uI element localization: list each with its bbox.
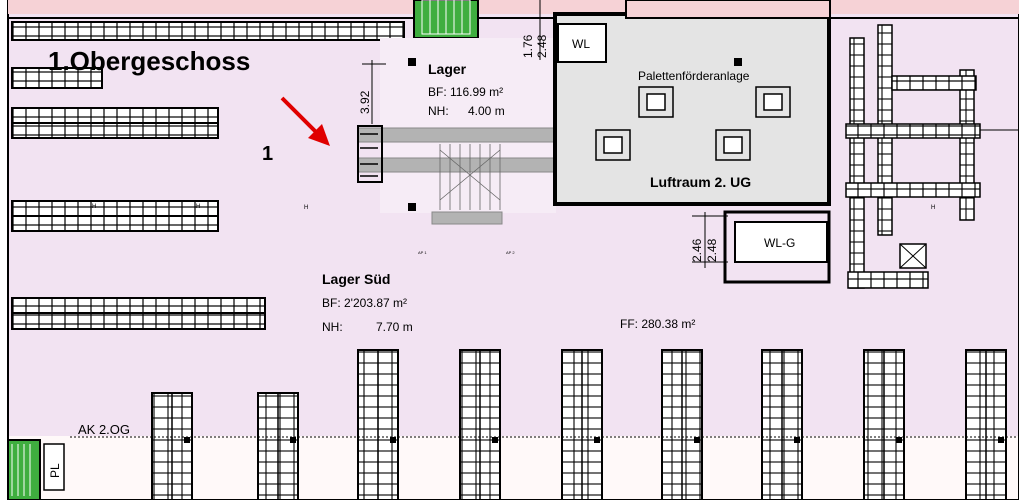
lager-sued-bf: BF: 2'203.87 m² xyxy=(322,296,407,310)
dim-176: 1.76 xyxy=(521,34,535,58)
lager-bf: BF: 116.99 m² xyxy=(428,85,503,99)
pallet-conveyor xyxy=(357,125,555,225)
ap2-label: AP 2 xyxy=(506,250,515,255)
floor-title: 1.Obergeschoss xyxy=(48,46,250,76)
ff-label: FF: 280.38 m² xyxy=(620,317,695,331)
top-band xyxy=(8,0,1019,14)
room-wlg-label: WL-G xyxy=(764,236,795,250)
h-marker-2: H xyxy=(196,204,200,210)
dimension-lines xyxy=(362,0,728,268)
dim-246: 2.46 xyxy=(690,238,704,262)
right-conveyor-system xyxy=(845,24,1019,289)
lager-sued-nh-value: 7.70 m xyxy=(376,320,413,334)
lager-nh-value: 4.00 m xyxy=(468,104,505,118)
h-marker-4: H xyxy=(931,205,935,211)
dim-248-top: 2.48 xyxy=(535,34,549,58)
room-pl-label: PL xyxy=(48,463,62,478)
dim-392: 3.92 xyxy=(358,90,372,114)
lager-sued-nh-label: NH: xyxy=(322,320,343,334)
marker-number: 1 xyxy=(262,143,273,165)
left-shelving xyxy=(11,67,266,330)
void-machines xyxy=(595,86,791,161)
h-marker-1: H xyxy=(92,204,96,210)
outer-frame xyxy=(7,0,1019,500)
room-wl-box xyxy=(557,23,607,63)
lager-name: Lager xyxy=(428,61,467,77)
top-shelf-row xyxy=(11,21,405,41)
stairwell-top xyxy=(413,0,479,39)
arrow-marker-icon xyxy=(280,96,330,146)
dim-248-side: 2.48 xyxy=(705,238,719,262)
room-wl-label: WL xyxy=(572,37,590,51)
lager-room xyxy=(380,38,556,213)
ak-label: AK 2.OG xyxy=(78,422,130,437)
lager-sued-name: Lager Süd xyxy=(322,271,390,287)
stairwell-bottom xyxy=(7,439,65,500)
ap1-label: AP 1 xyxy=(418,250,427,255)
h-marker-3: H xyxy=(304,205,308,211)
lager-nh-label: NH: xyxy=(428,104,449,118)
void-label: Luftraum 2. UG xyxy=(650,174,751,190)
palette-label: Palettenförderanlage xyxy=(638,69,750,83)
lower-rack-grid xyxy=(151,349,1007,500)
